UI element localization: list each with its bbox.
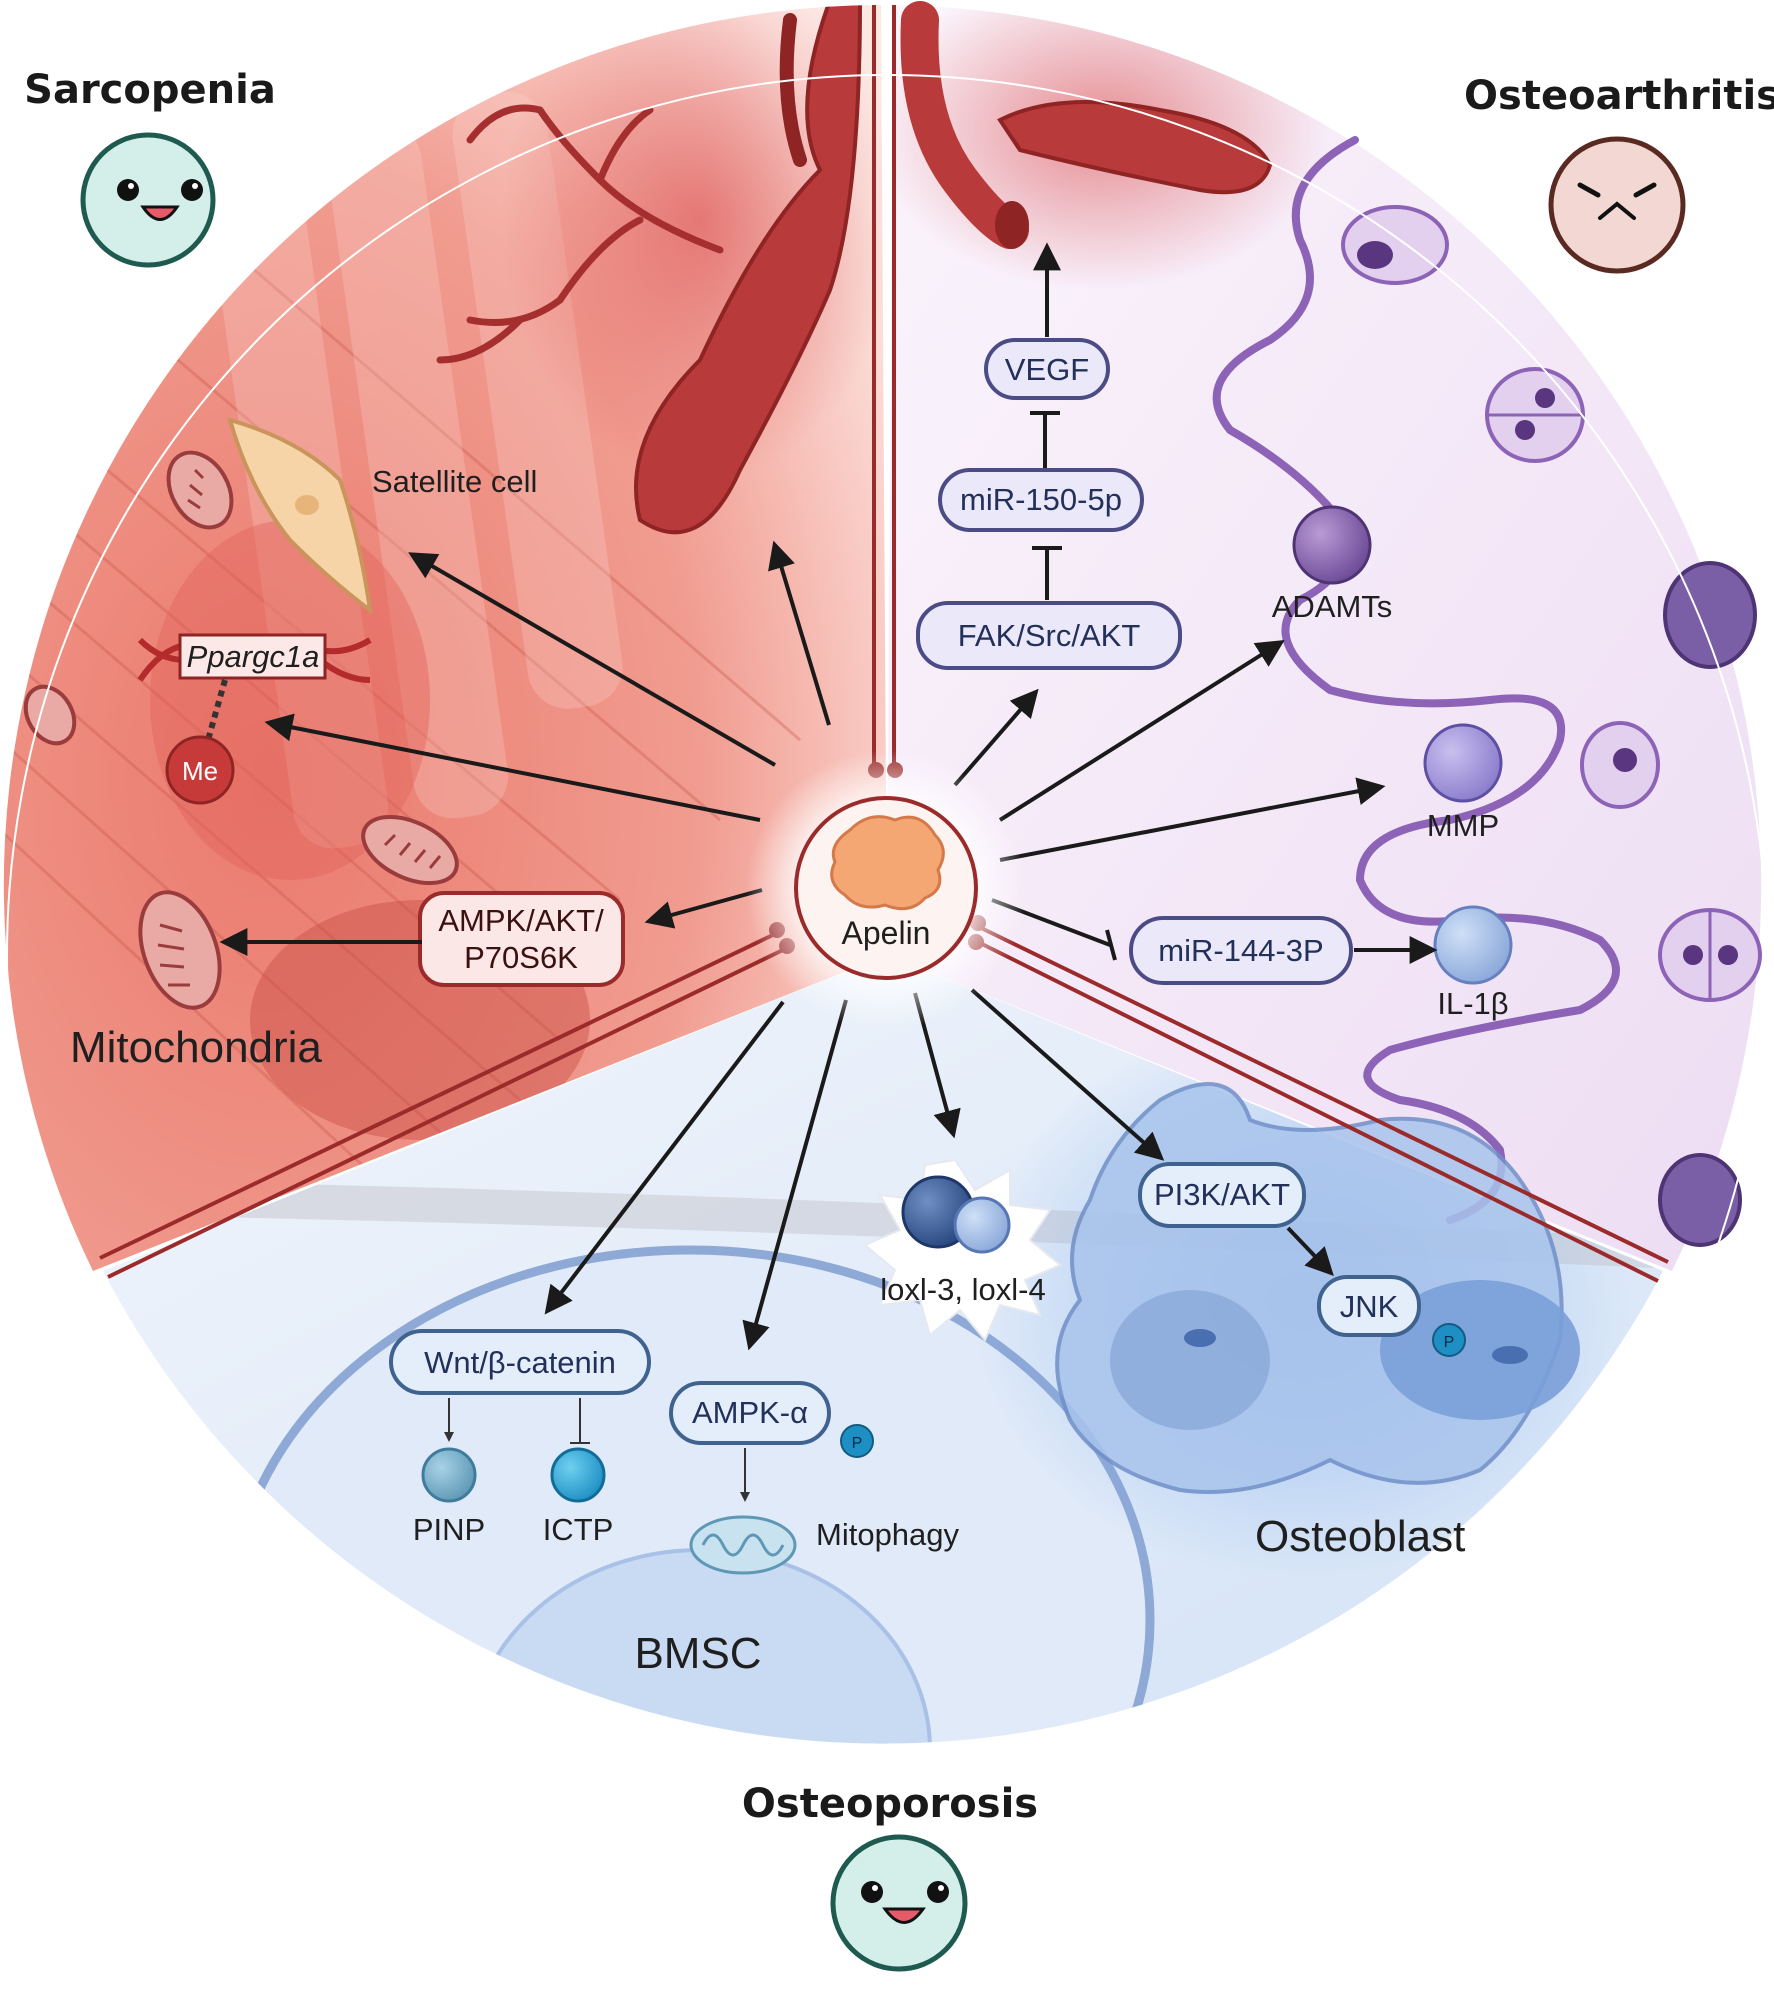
jnk-node	[1317, 1275, 1421, 1337]
vegf-label: VEGF	[1005, 352, 1089, 387]
wnt-node	[389, 1329, 651, 1395]
mitophagy-label: Mitophagy	[816, 1517, 960, 1552]
ampk-akt-label-line2: P70S6K	[464, 940, 578, 975]
mir150-node	[938, 468, 1144, 532]
jnk-label: JNK	[1340, 1289, 1399, 1324]
bmsc-label: BMSC	[634, 1629, 761, 1678]
osteoporosis-small-links	[444, 1398, 750, 1502]
mir144-label: miR-144-3P	[1158, 933, 1323, 968]
wnt-label: Wnt/β-catenin	[424, 1345, 616, 1380]
section-dividers	[99, 5, 1669, 1283]
cartilage-boundary	[1212, 136, 1620, 1224]
pathway-arrows	[219, 242, 1438, 1351]
sarcopenia-title: Sarcopenia	[24, 67, 276, 113]
vegf-node	[984, 338, 1110, 400]
ampk-akt-p70s6k-node	[418, 891, 625, 987]
pinp-label: PINP	[413, 1512, 485, 1547]
satellite-cell-label: Satellite cell	[372, 464, 537, 499]
pi3k-akt-node	[1138, 1162, 1306, 1228]
ampk-alpha-label: AMPK-α	[692, 1395, 808, 1430]
pi3k-label: PI3K/AKT	[1154, 1177, 1290, 1212]
methylation-node	[165, 735, 235, 805]
mmp-label: MMP	[1427, 808, 1499, 843]
blood-vessel-sarcopenia	[436, 5, 863, 535]
osteoarthritis-title: Osteoarthritis	[1464, 73, 1774, 119]
osteoblast-label: Osteoblast	[1255, 1512, 1465, 1561]
mitochondria-icon	[23, 450, 459, 1010]
mir150-label: miR-150-5p	[960, 482, 1122, 517]
ampk-alpha-node	[669, 1381, 831, 1445]
fak-label: FAK/Src/AKT	[958, 618, 1141, 653]
ictp-label: ICTP	[543, 1512, 614, 1547]
adamts-label: ADAMTs	[1272, 589, 1393, 624]
loxl-ball-light	[953, 1196, 1011, 1254]
mmp-ball	[1423, 723, 1503, 803]
happy-face-icon-osteoporosis	[830, 1834, 968, 1972]
happy-face-icon	[80, 132, 216, 268]
phospho-jnk	[1432, 1323, 1466, 1357]
satellite-cell-shape	[227, 417, 373, 615]
apelin-label: Apelin	[842, 915, 931, 951]
loxl-label: loxl-3, loxl-4	[880, 1272, 1045, 1307]
apelin-protein-icon	[830, 815, 945, 911]
mir144-node	[1129, 916, 1353, 985]
diagram-outer-circle	[6, 74, 1768, 1836]
methylation-label: Me	[182, 756, 218, 786]
sad-face-icon	[1548, 136, 1686, 274]
phospho-ampk	[840, 1424, 874, 1458]
mitophagy-icon	[689, 1515, 797, 1575]
chondrocytes	[1341, 205, 1762, 1247]
il1b-label: IL-1β	[1437, 986, 1508, 1021]
ictp-ball	[550, 1447, 606, 1503]
adamts-ball	[1292, 505, 1372, 585]
pinp-ball	[421, 1447, 477, 1503]
il1b-ball	[1433, 905, 1513, 985]
blood-vessel-oa	[900, 1, 1273, 249]
ppargc1a-gene-box	[178, 633, 327, 680]
fak-src-akt-node	[916, 601, 1182, 670]
ppargc1a-label: Ppargc1a	[187, 639, 320, 674]
ampk-akt-label-line1: AMPK/AKT/	[438, 903, 604, 938]
mitochondria-label: Mitochondria	[70, 1023, 322, 1072]
phospho-jnk-label: P	[1444, 1334, 1455, 1351]
phospho-ampk-label: P	[852, 1435, 863, 1452]
osteoporosis-title: Osteoporosis	[742, 1781, 1038, 1827]
